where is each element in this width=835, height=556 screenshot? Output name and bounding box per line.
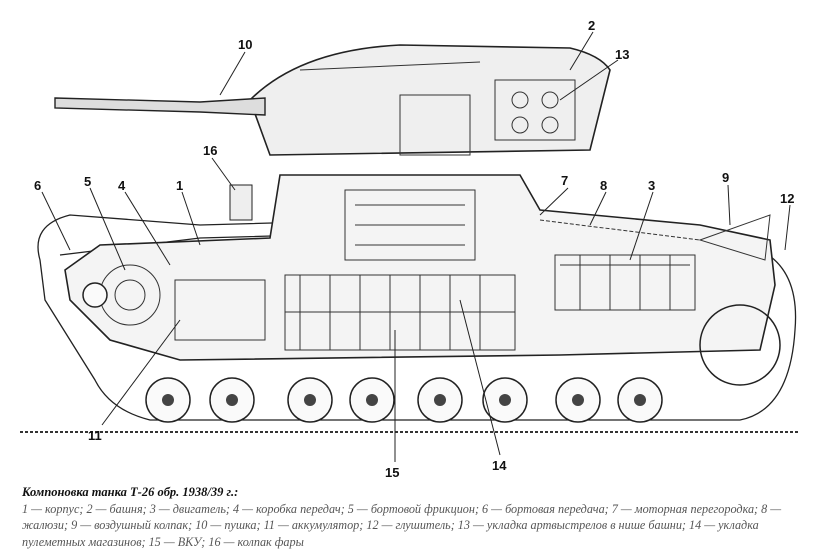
callout-5: 5 bbox=[84, 174, 91, 189]
callout-10: 10 bbox=[238, 37, 252, 52]
callout-3: 3 bbox=[648, 178, 655, 193]
headlight bbox=[229, 184, 253, 221]
turret bbox=[249, 44, 611, 156]
track bbox=[37, 214, 797, 421]
caption-legend: 1 — корпус; 2 — башня; 3 — двигатель; 4 … bbox=[22, 501, 782, 549]
callout-7: 7 bbox=[561, 173, 568, 188]
callout-13: 13 bbox=[615, 47, 629, 62]
caption-title: Компоновка танка Т-26 обр. 1938/39 г.: bbox=[22, 485, 239, 499]
callout-1: 1 bbox=[176, 178, 183, 193]
callout-11: 11 bbox=[88, 428, 102, 443]
callout-14: 14 bbox=[492, 458, 507, 473]
callout-16: 16 bbox=[203, 143, 217, 158]
gun bbox=[54, 97, 266, 116]
callout-8: 8 bbox=[600, 178, 607, 193]
callout-15: 15 bbox=[385, 465, 399, 480]
hull bbox=[64, 174, 776, 361]
callout-9: 9 bbox=[722, 170, 729, 185]
callout-12: 12 bbox=[780, 191, 794, 206]
callout-6: 6 bbox=[34, 178, 41, 193]
callout-4: 4 bbox=[118, 178, 126, 193]
tank-cutaway-drawing: 10 2 13 16 6 5 4 1 7 8 3 9 12 11 15 14 bbox=[20, 18, 800, 480]
figure-caption: Компоновка танка Т-26 обр. 1938/39 г.: 1… bbox=[22, 484, 822, 550]
hull-internals bbox=[99, 189, 771, 351]
callout-2: 2 bbox=[588, 18, 595, 33]
